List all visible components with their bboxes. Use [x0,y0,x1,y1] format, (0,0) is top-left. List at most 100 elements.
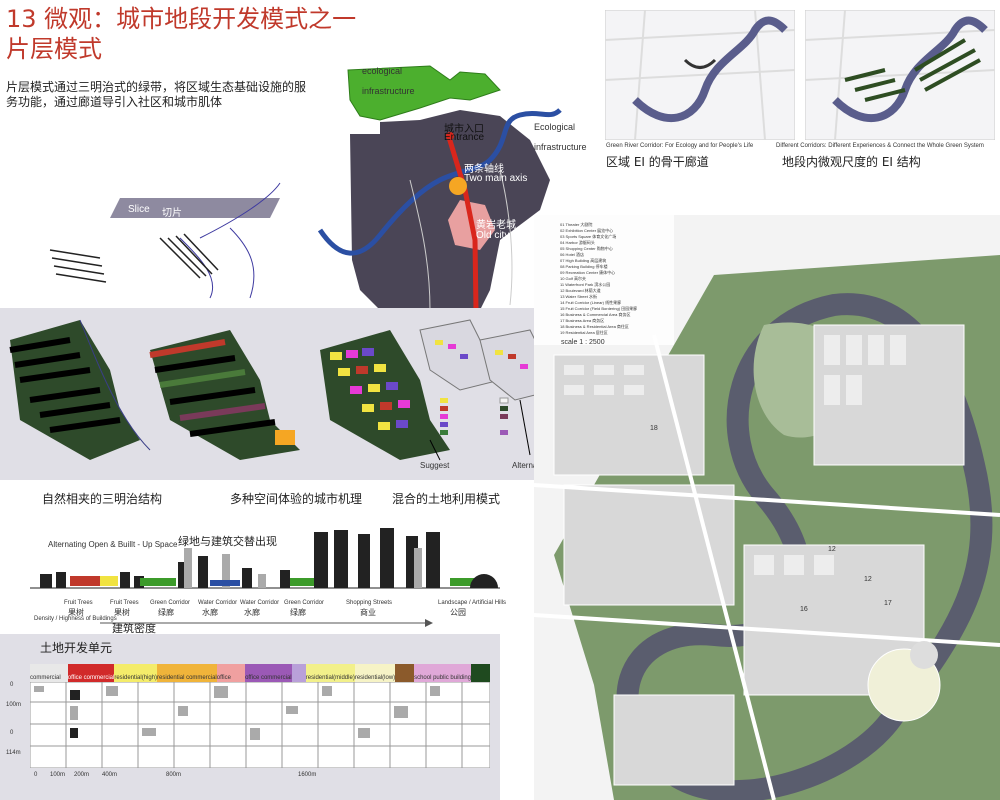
x-tick-100m: 100m [50,772,66,778]
legend-item: 09 Recreation Center 康体中心 [560,270,616,275]
land-units-grid [29,681,491,769]
slice-label-en: Slice [128,204,150,215]
plan-num-12b: 12 [864,576,872,583]
oldcity-en: Old city [476,230,510,241]
axis-en: Two main axis [464,173,528,184]
section-label-5-cn: 水廊 [244,608,260,617]
density-label-cn: 建筑密度 [112,622,156,635]
section-label-1-en: Fruit Trees [64,600,93,606]
legend-item: 15 Fruit Corridor (Field Bordering) 田园果廊 [560,306,638,311]
section-title-en: Alternating Open & Buillt - Up Space [48,540,178,549]
alternatives-label: Alternatives [512,461,554,470]
density-arrow [100,619,433,627]
cat-school: school public building [414,664,472,682]
plan-num-17: 17 [884,600,892,607]
cat-blank-2 [395,664,415,682]
legend-item: 02 Exhibition Center 展览中心 [560,228,614,233]
corridor-left-caption-cn: 区域 EI 的骨干廊道 [606,155,709,169]
master-plan [534,215,1000,800]
legend-item: 06 Hotel 酒店 [560,252,585,257]
section-label-7-cn: 商业 [360,608,376,617]
eco-infra-label-2: infrastructure [362,86,415,96]
title-line-1: 13 微观：城市地段开发模式之一 [6,5,357,33]
legend-item: 12 Boulevard 林荫大道 [560,288,601,293]
legend-item: 11 Waterfront Park 滨水公园 [560,282,611,287]
cat-residential-high: residential(high) [114,664,158,682]
plan-scale: scale 1 : 2500 [561,339,605,346]
intro-text: 片层模式通过三明治式的绿带，将区域生态基础设施的服务功能，通过廊道导引入社区和城… [6,80,307,109]
land-units-category-bar: commercial office commercial residential… [30,664,490,682]
y-tick-0b: 0 [10,730,14,736]
land-units-title: 土地开发单元 [40,641,113,655]
legend-item: 17 Business Area 商务区 [560,318,605,323]
y-tick-100m: 100m [6,702,22,708]
legend-item: 10 Golf 高尔夫 [560,276,587,281]
axis-cn: 两条轴线 [464,164,504,175]
section-label-3-en: Green Corridor [150,600,191,606]
section-diagram [30,528,500,589]
section-label-4-cn: 水廊 [202,608,218,617]
corridor-map-left [605,10,795,140]
corridor-map-right [805,10,995,140]
corridor-left-caption-en: Green River Corridor: For Ecology and fo… [606,143,754,149]
page-title: 13 微观：城市地段开发模式之一 片层模式 [6,4,356,64]
section-label-7-en: Shopping Streets [346,600,393,606]
oldcity-cn: 黄岩老城 [476,220,516,231]
x-tick-400m: 400m [102,772,118,778]
legend-item: 04 Harbor 游艇码头 [560,240,595,245]
legend-item: 05 Shopping Center 购物中心 [560,246,613,251]
cat-residential-commercial: residential commercial [157,664,217,682]
eco-infra-label-1: ecological [362,66,403,76]
x-tick-200m: 200m [74,772,90,778]
legend-item: 13 Water Street 水街 [560,294,597,299]
x-tick-0: 0 [34,772,38,778]
legend-item: 08 Parking Building 停车楼 [560,264,608,269]
section-label-5-en: Water Corridor [240,600,280,606]
legend-item: 14 Fruit Corridor (Linear) 线性果廊 [560,300,622,305]
legend-item: 19 Residential Area 居住区 [560,330,608,335]
cat-residential-middle: residential(middle) [305,664,355,682]
cat-blank-3 [471,664,490,682]
section-label-8-en: Landscape / Artificial Hills [438,600,507,606]
section-title-cn: 绿地与建筑交替出现 [178,535,277,548]
section-label-2-cn: 果树 [114,608,130,617]
sandwich-diagrams [9,319,556,461]
plan-num-12a: 12 [828,546,836,553]
cat-blank-1 [291,664,306,682]
x-tick-800m: 800m [166,772,182,778]
section-label-2-en: Fruit Trees [110,600,139,606]
eco-right-1: Ecological [534,122,576,132]
section-label-3-cn: 绿廊 [158,608,174,617]
cat-office: office [216,664,246,682]
entrance-en: Entrance [444,132,485,143]
section-label-6-cn: 绿廊 [290,608,306,617]
y-tick-0a: 0 [10,682,14,688]
sandwich-caption-2: 多种空间体验的城市机理 [230,492,363,506]
section-label-4-en: Water Corridor [198,600,238,606]
cat-commercial: commercial [30,664,68,682]
legend-item: 18 Business & Residential Area 商住区 [560,324,629,329]
cat-office-commercial-2: office commercial [245,664,292,682]
x-tick-1600m: 1600m [298,772,317,778]
entrance-cn: 城市入口 [444,124,484,135]
cat-office-commercial: office commercial [67,664,115,682]
eco-right-2: infrastructure [534,142,587,152]
legend-item: 07 High Building 高层建筑 [560,258,607,263]
corridor-right-caption-cn: 地段内微观尺度的 EI 结构 [782,155,921,169]
legend-item: 03 Sports Square 体育文化广场 [560,234,617,239]
sandwich-caption-3: 混合的土地利用模式 [392,492,501,506]
corridor-right-caption-en: Different Corridors: Different Experienc… [776,143,984,149]
legend-item: 16 Business & Commercial Area 商务区 [560,312,631,317]
plan-legend: 01 Theater 大剧院 02 Exhibition Center 展览中心… [560,222,710,336]
density-label-en: Density / Highness of Buildings [34,616,117,622]
cat-residential-low: residential(low) [354,664,396,682]
legend-item: 01 Theater 大剧院 [560,222,593,227]
section-label-6-en: Green Corridor [284,600,325,606]
title-line-2: 片层模式 [6,35,102,63]
slice-label-cn: 切片 [162,208,182,219]
land-units-grid-lines [29,681,491,769]
suggest-label: Suggest [420,461,450,470]
slice-diagram [49,182,281,299]
plan-num-18: 18 [650,425,658,432]
plan-num-16: 16 [800,606,808,613]
